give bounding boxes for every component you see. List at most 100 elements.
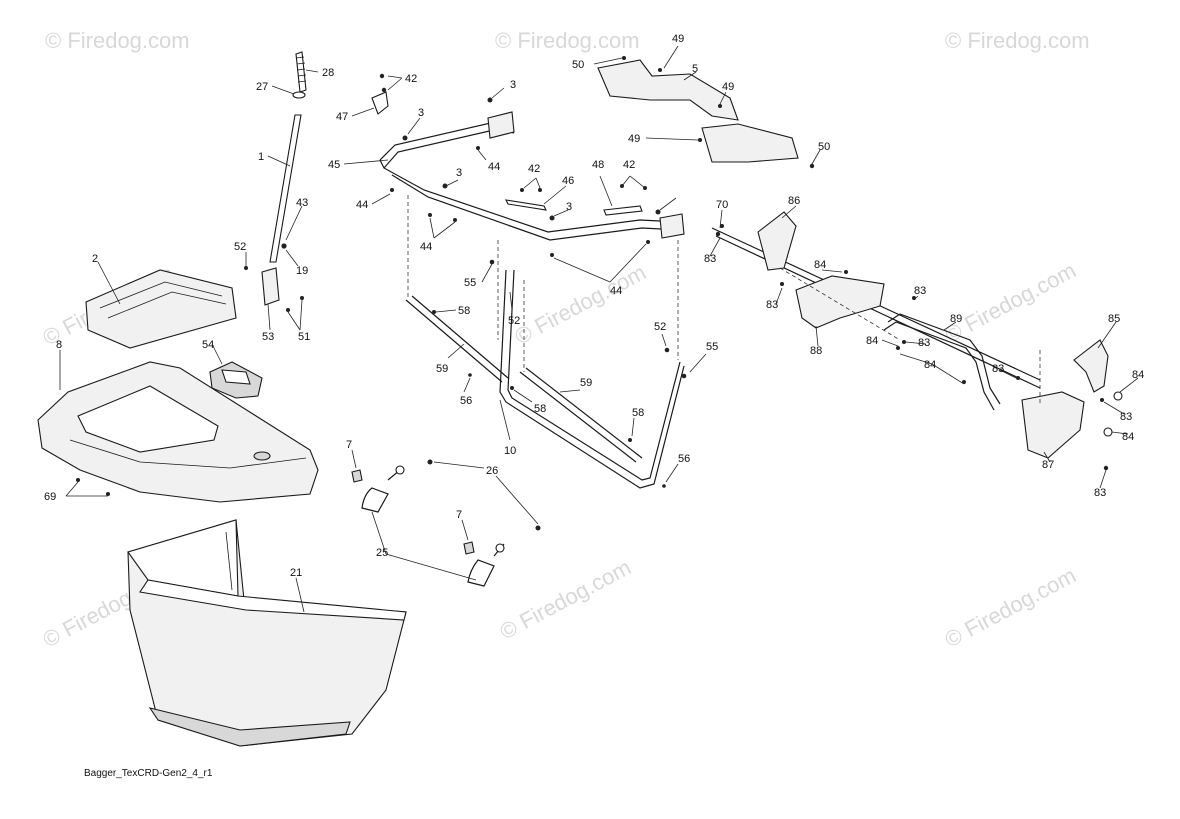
bag-base: [148, 707, 351, 747]
leader-42-right: [621, 175, 646, 189]
leader-27: [271, 85, 295, 95]
leader-7-low: [461, 519, 469, 541]
leader-10: [499, 399, 511, 441]
bolt-part-49a: [658, 68, 662, 72]
watermark-mid-center: © Firedog.com: [511, 259, 650, 349]
rod-part-59-left: [405, 299, 503, 383]
leader-84-b: [881, 339, 899, 347]
callout-49-b: 49: [722, 81, 734, 93]
bracket-part-5: [597, 59, 739, 121]
rod-part-10: [499, 269, 685, 489]
rod-part-59-right: [519, 371, 637, 463]
lid-ridge: [69, 439, 307, 469]
rod-part-59-right-b: [525, 367, 643, 459]
watermark-mid-right: © Firedog.com: [941, 257, 1080, 347]
leader-83-d: [905, 341, 927, 345]
leader-3-c: [445, 179, 459, 187]
bolt-part-44a: [390, 188, 394, 192]
callout-3-a: 3: [418, 107, 424, 119]
callout-42-b: 42: [528, 163, 540, 175]
leader-83-f: [1103, 401, 1125, 415]
bolt-part-84b: [896, 346, 900, 350]
callout-87: 87: [1042, 459, 1054, 471]
callout-44-c: 44: [420, 241, 432, 253]
nut-part-70: [715, 231, 721, 237]
pin-part-56a: [468, 373, 472, 377]
callout-5: 5: [692, 63, 698, 75]
washer-part-27: [292, 91, 306, 99]
bolt-part-84e: [1103, 427, 1113, 437]
nut-part-50a: [622, 56, 626, 60]
callout-84-a: 84: [814, 259, 826, 271]
callout-83-g: 83: [1094, 487, 1106, 499]
latch-springs: [351, 459, 541, 587]
rod-part-1: [269, 114, 302, 263]
watermark-low-right: © Firedog.com: [941, 562, 1080, 652]
callout-86: 86: [788, 195, 800, 207]
leader-52-mid: [509, 291, 513, 311]
callout-44-d: 44: [610, 285, 622, 297]
leader-59-left: [447, 343, 465, 359]
callout-59-b: 59: [580, 377, 592, 389]
bracket-part-48: [603, 205, 643, 216]
callout-55-b: 55: [706, 341, 718, 353]
leader-51: [287, 299, 303, 331]
leader-55-left: [481, 263, 493, 283]
leader-3-b: [491, 87, 505, 99]
callout-53: 53: [262, 331, 274, 343]
nut-part-3b: [487, 97, 493, 103]
screw-part-42a: [379, 73, 385, 79]
callout-83-a: 83: [704, 253, 716, 265]
callout-46: 46: [562, 175, 574, 187]
bag-rod-inside: [225, 531, 233, 591]
leader-44-a: [371, 193, 391, 205]
leader-28: [305, 69, 319, 73]
lid-recess: [77, 385, 219, 453]
watermark-low-center: © Firedog.com: [496, 554, 635, 644]
callout-47: 47: [336, 111, 348, 123]
leader-3-d: [553, 209, 569, 217]
nut-part-50b: [809, 163, 815, 169]
leader-3-a: [407, 117, 421, 135]
screw-part-69b: [106, 492, 110, 496]
rod-part-89: [887, 313, 1001, 405]
lid-knob: [253, 451, 271, 461]
callout-58-c: 58: [632, 407, 644, 419]
nut-part-3e: [655, 209, 661, 215]
callout-51: 51: [298, 331, 310, 343]
leader-7-top: [351, 449, 357, 469]
cover-ribs: [99, 281, 227, 319]
bag-part-21: [127, 519, 407, 747]
bolt-part-51b: [300, 296, 304, 300]
callout-84-e: 84: [1122, 431, 1134, 443]
screw-part-42b: [381, 87, 387, 93]
leader-83-a: [709, 237, 721, 257]
leader-50-a: [593, 57, 623, 65]
support-rods: [405, 259, 687, 489]
callout-49-a: 49: [672, 33, 684, 45]
leader-52-right: [661, 333, 667, 347]
bolt-part-52a: [244, 266, 248, 270]
bracket-part-47: [371, 91, 389, 115]
leader-5: [683, 71, 697, 81]
screw-part-42c: [520, 188, 524, 192]
bolt-part-49b: [718, 104, 722, 108]
leader-84-a: [821, 269, 843, 273]
leader-26: [433, 461, 539, 525]
bracket-part-5-lower: [701, 123, 799, 163]
leader-53: [267, 303, 271, 331]
leader-59-right: [559, 389, 581, 393]
leader-46: [543, 185, 567, 205]
bracket-part-46: [505, 199, 547, 211]
leader-83-c: [913, 295, 919, 301]
nut-part-3c: [442, 183, 448, 189]
nut-part-83d: [902, 340, 906, 344]
nut-part-7b: [463, 541, 475, 555]
watermark-top-left: © Firedog.com: [45, 28, 190, 53]
frame-lower-rail: [379, 159, 681, 233]
callout-52-b: 52: [508, 315, 520, 327]
callout-59-a: 59: [436, 363, 448, 375]
callout-58-b: 58: [534, 403, 546, 415]
rod-part-89-b: [883, 321, 995, 411]
callout-3-b: 3: [510, 79, 516, 91]
